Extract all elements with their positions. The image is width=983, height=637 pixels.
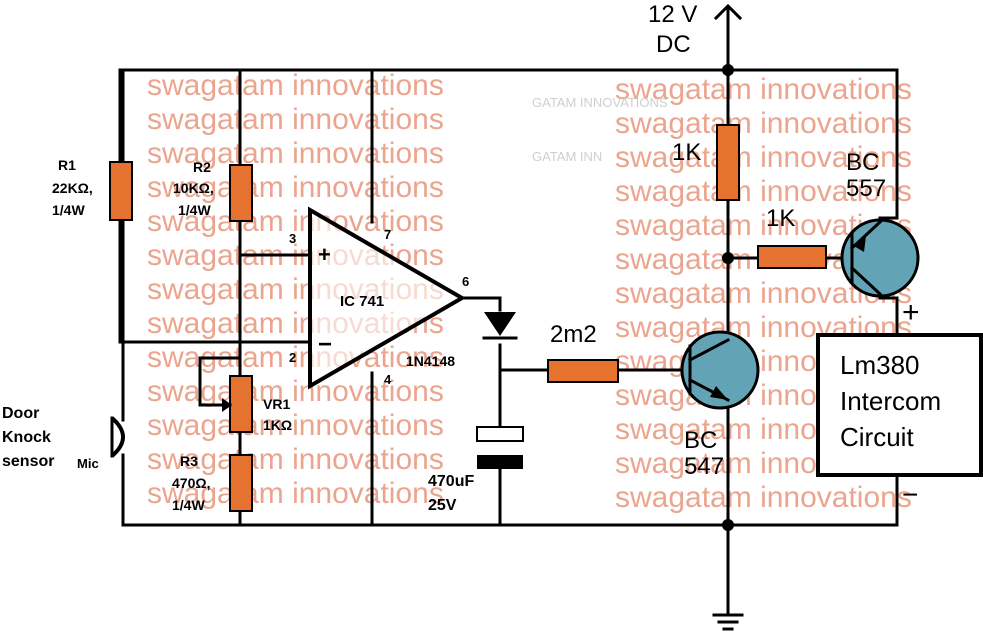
ic-name: IC 741 — [340, 293, 384, 310]
capacitor-voltage: 25V — [428, 497, 457, 514]
ic-plus-sign: + — [318, 242, 331, 267]
watermark-grey-1: GATAM INNOVATIONS — [532, 95, 668, 110]
resistor-r2: R2 10KΩ, 1/4W — [173, 159, 253, 222]
ic-pin6: 6 — [462, 274, 469, 289]
watermark-left-10: swagatam innovations — [147, 375, 444, 408]
r1-name: R1 — [58, 157, 76, 173]
supply-label: 12 V DC — [648, 1, 697, 58]
watermark-grey-2: GATAM INN — [532, 149, 602, 164]
vr1-value: 1KΩ — [263, 417, 292, 433]
transistor-bc557: BC 557 — [840, 149, 920, 298]
ic-pin4: 4 — [384, 372, 392, 387]
ic-pin3: 3 — [289, 231, 296, 246]
lm380-intercom-module: Lm380 Intercom Circuit + − — [816, 296, 983, 510]
r2-rating: 1/4W — [178, 202, 211, 218]
q2-label-line2: 557 — [846, 175, 886, 202]
r-base-value: 2m2 — [550, 321, 597, 348]
watermark-right-3: swagatam innovations — [615, 141, 912, 174]
q1-label-line2: 547 — [684, 453, 724, 480]
sensor-label-line2: Knock — [2, 429, 51, 446]
supply-type: DC — [656, 31, 691, 58]
resistor-1k-top: 1K — [672, 124, 740, 201]
q2-label-line1: BC — [846, 149, 879, 176]
watermark-left-11: swagatam innovations — [147, 409, 444, 442]
sensor-label-line1: Door — [2, 405, 39, 422]
intercom-minus: − — [902, 479, 918, 510]
wiring — [118, 3, 899, 631]
mic-label: Mic — [77, 456, 99, 471]
junction-dots — [722, 64, 734, 531]
watermark-left-13: swagatam innovations — [147, 477, 444, 510]
door-knock-sensor: Door Knock sensor Mic — [2, 405, 125, 471]
watermark-left-5: swagatam innovations — [147, 205, 444, 238]
transistor-bc547: BC 547 — [680, 330, 760, 480]
resistor-r3: R3 470Ω, 1/4W — [172, 453, 253, 513]
r1-rating: 1/4W — [52, 202, 85, 218]
potentiometer-vr1: VR1 1KΩ — [216, 375, 292, 433]
watermark-right-13: swagatam innovations — [615, 481, 912, 514]
intercom-line3: Circuit — [840, 422, 914, 452]
r-top-value: 1K — [672, 139, 701, 166]
ic-pin7: 7 — [384, 227, 391, 242]
resistor-2m2: 2m2 — [547, 321, 619, 383]
sensor-label-line3: sensor — [2, 453, 54, 470]
q1-label-line1: BC — [684, 427, 717, 454]
watermark-left-1: swagatam innovations — [147, 69, 444, 102]
r-mid-value: 1K — [766, 205, 795, 232]
r3-value: 470Ω, — [172, 475, 210, 491]
r3-name: R3 — [180, 453, 198, 469]
r2-value: 10KΩ, — [173, 180, 214, 196]
capacitor-value: 470uF — [428, 473, 474, 490]
ic-minus-sign: − — [318, 331, 332, 358]
r2-name: R2 — [193, 159, 211, 175]
diode-1n4148: 1N4148 — [406, 312, 518, 369]
watermark-left-12: swagatam innovations — [147, 443, 444, 476]
resistor-r1: R1 22KΩ, 1/4W — [52, 157, 133, 221]
watermark-left-2: swagatam innovations — [147, 103, 444, 136]
resistor-1k-mid: 1K — [757, 205, 827, 269]
intercom-plus: + — [902, 296, 920, 329]
watermark-right-4: swagatam innovations — [615, 175, 912, 208]
watermark-layer: swagatam innovations swagatam innovation… — [147, 69, 912, 514]
r3-rating: 1/4W — [172, 497, 205, 513]
supply-voltage: 12 V — [648, 1, 697, 28]
opamp-ic741: + − IC 741 3 2 7 4 6 — [289, 206, 469, 390]
watermark-left-4: swagatam innovations — [147, 171, 444, 204]
intercom-line2: Intercom — [840, 386, 941, 416]
watermark-right-2: swagatam innovations — [615, 107, 912, 140]
watermark-left-3: swagatam innovations — [147, 137, 444, 170]
diode-label: 1N4148 — [406, 353, 455, 369]
ic-pin2: 2 — [289, 350, 296, 365]
vr1-name: VR1 — [263, 396, 290, 412]
watermark-left-9: swagatam innovations — [147, 341, 444, 374]
r1-value: 22KΩ, — [52, 180, 93, 196]
intercom-line1: Lm380 — [840, 350, 920, 380]
watermark-right-1: swagatam innovations — [615, 73, 912, 106]
capacitor-470uf: 470uF 25V — [428, 426, 524, 514]
